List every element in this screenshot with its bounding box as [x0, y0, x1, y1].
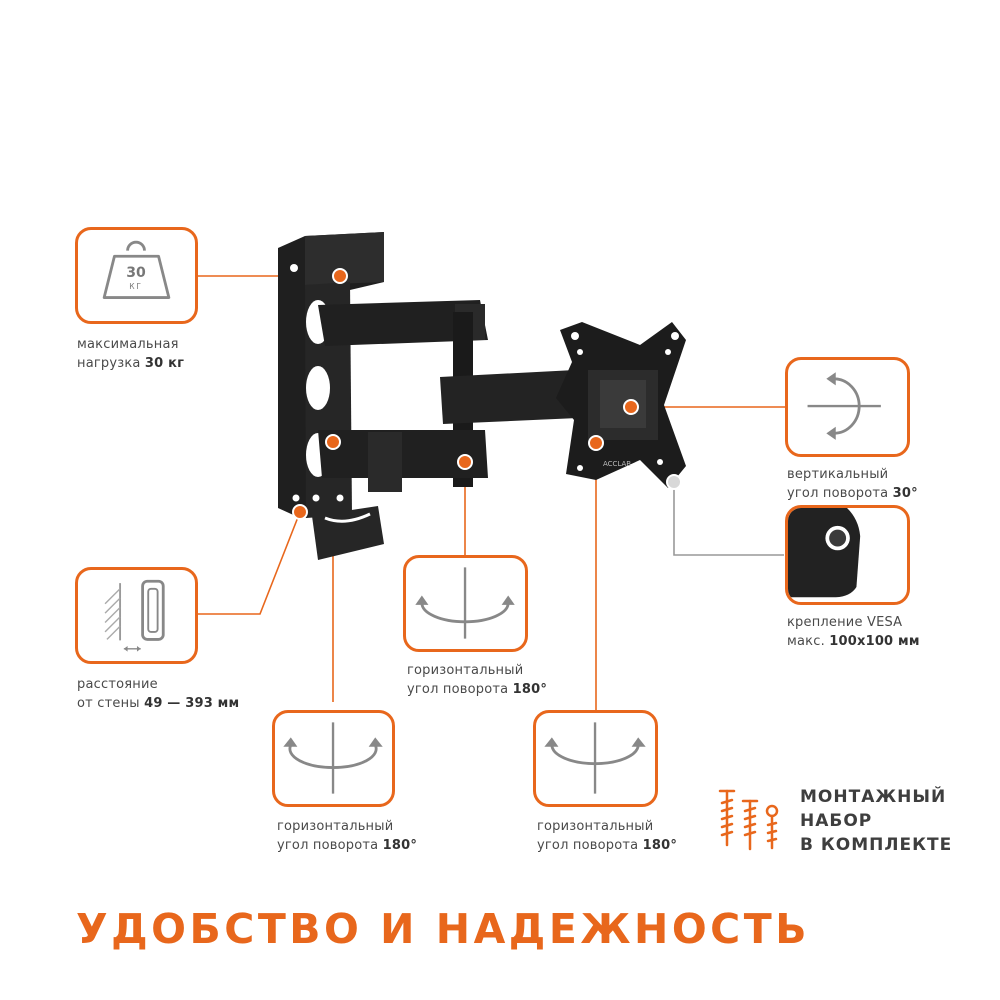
horizontal-left-prefix: угол поворота [277, 838, 383, 853]
distance-caption: расстояние от стены 49 — 393 мм [77, 675, 239, 713]
mounting-kit-label: МОНТАЖНЫЙ НАБОР В КОМПЛЕКТЕ [800, 785, 952, 857]
horizontal-left-feature-box [272, 710, 395, 807]
vertical-feature-box [785, 357, 910, 457]
vertical-caption-line1: вертикальный [787, 467, 889, 482]
horizontal-right-feature-box [533, 710, 658, 807]
vesa-caption-prefix: макс. [787, 634, 830, 649]
horizontal-rotation-icon [283, 722, 383, 794]
distance-feature-box [75, 567, 198, 664]
load-caption-value: 30 кг [144, 356, 185, 371]
screws-icon [718, 789, 779, 851]
load-caption-line1: максимальная [77, 337, 179, 352]
kit-line1: МОНТАЖНЫЙ [800, 787, 947, 807]
horizontal-center-line1: горизонтальный [407, 663, 524, 678]
horizontal-rotation-icon [415, 567, 515, 639]
vertical-caption-value: 30° [892, 486, 918, 501]
load-caption-prefix: нагрузка [77, 356, 145, 371]
kit-line3: В КОМПЛЕКТЕ [800, 835, 953, 855]
horizontal-right-caption: горизонтальный угол поворота 180° [537, 817, 677, 855]
vertical-caption: вертикальный угол поворота 30° [787, 465, 918, 503]
horizontal-left-value: 180° [382, 838, 418, 853]
kit-line2: НАБОР [800, 811, 873, 831]
horizontal-right-prefix: угол поворота [537, 838, 643, 853]
horizontal-left-caption: горизонтальный угол поворота 180° [277, 817, 417, 855]
horizontal-rotation-icon [544, 722, 646, 794]
load-caption: максимальная нагрузка 30 кг [77, 335, 184, 373]
weight-icon: 30 КГ [102, 240, 171, 299]
distance-caption-line1: расстояние [77, 677, 158, 692]
weight-unit: КГ [129, 282, 143, 291]
horizontal-left-line1: горизонтальный [277, 819, 394, 834]
vesa-caption: крепление VESA макс. 100x100 мм [787, 613, 920, 651]
horizontal-right-value: 180° [642, 838, 678, 853]
vertical-rotation-icon [807, 372, 881, 440]
wall-distance-icon [104, 579, 165, 652]
horizontal-right-line1: горизонтальный [537, 819, 654, 834]
vesa-feature-box [785, 505, 910, 605]
brand-label: ACCLAB [603, 460, 631, 468]
horizontal-center-feature-box [403, 555, 528, 652]
horizontal-center-value: 180° [512, 682, 548, 697]
weight-value: 30 [126, 265, 146, 281]
vesa-caption-value: 100x100 мм [829, 634, 920, 649]
vesa-plate-icon [788, 508, 861, 598]
page-title: УДОБСТВО И НАДЕЖНОСТЬ [76, 905, 810, 953]
load-feature-box: 30 КГ [75, 227, 198, 324]
vertical-caption-prefix: угол поворота [787, 486, 893, 501]
horizontal-center-caption: горизонтальный угол поворота 180° [407, 661, 547, 699]
vesa-caption-line1: крепление VESA [787, 615, 903, 630]
distance-caption-value: 49 — 393 мм [144, 696, 240, 711]
distance-caption-prefix: от стены [77, 696, 145, 711]
horizontal-center-prefix: угол поворота [407, 682, 513, 697]
